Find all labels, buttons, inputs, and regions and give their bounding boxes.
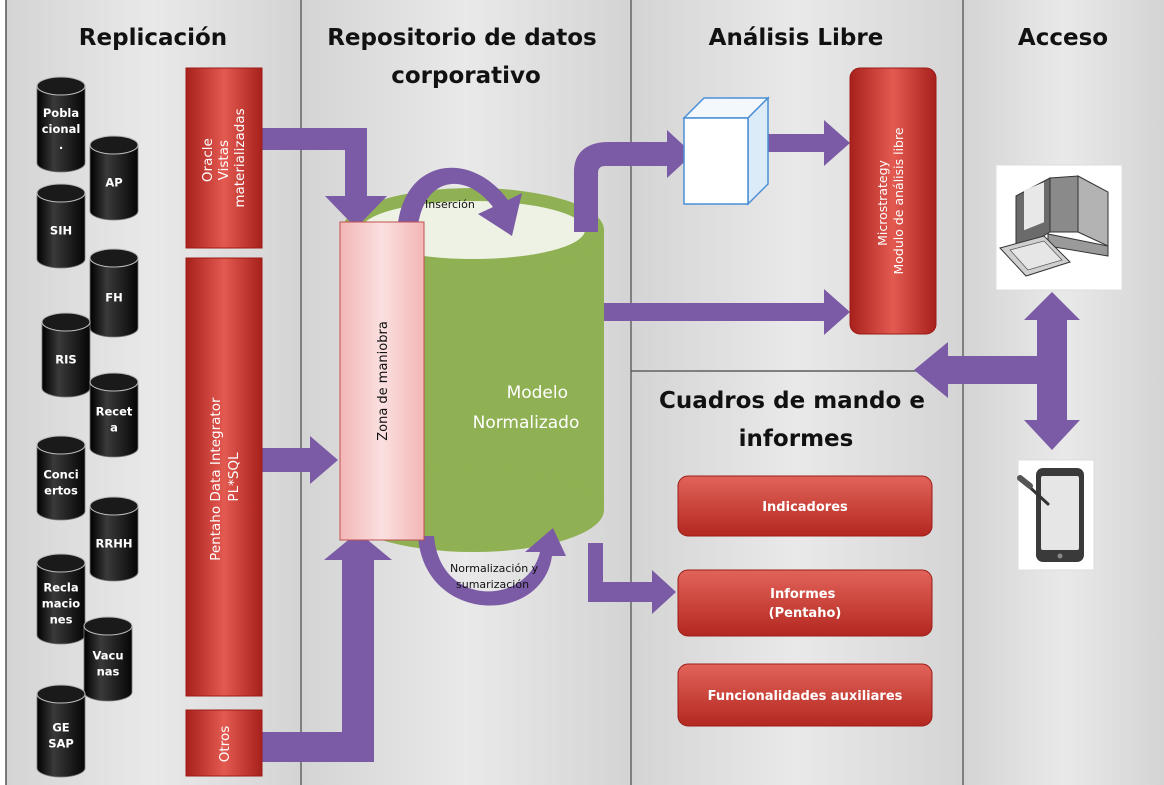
microstrategy-label: Microstrategy Modulo de análisis libre	[875, 127, 906, 274]
pentaho-line-2: PL*SQL	[226, 452, 242, 502]
header-repositorio-line-1: Repositorio de datos	[327, 25, 597, 51]
indicadores-label: Indicadores	[762, 500, 848, 515]
source-db-9: Recla macio nes	[36, 553, 86, 645]
pentaho-bar-label: Pentaho Data Integrator PL*SQL	[208, 393, 242, 561]
pentaho-line-1: Pentaho Data Integrator	[208, 397, 224, 561]
source-db-label: SIH	[50, 224, 72, 238]
source-db-11: GE SAP	[36, 684, 86, 778]
source-db-label: GE	[52, 721, 69, 735]
arrow-pentaho-to-zona	[262, 436, 338, 484]
otros-bar	[185, 709, 263, 777]
oracle-bar	[185, 67, 263, 249]
oracle-line-3: materializadas	[232, 108, 248, 207]
source-db-label: Vacu	[92, 649, 123, 663]
source-db-label: SAP	[48, 737, 74, 751]
microstrategy-line-1: Microstrategy	[875, 160, 890, 246]
pentaho-bar	[185, 257, 263, 697]
source-db-label: RIS	[55, 353, 76, 367]
header-cuadros-line-1: Cuadros de mando e	[659, 388, 925, 414]
header-repositorio-line-2: corporativo	[391, 63, 541, 89]
source-db-label: RRHH	[96, 537, 133, 551]
source-db-10: Vacu nas	[83, 616, 133, 702]
tablet-icon[interactable]	[1017, 459, 1095, 571]
indicadores-button[interactable]: Indicadores	[677, 475, 933, 537]
source-db-4: FH	[89, 248, 139, 338]
informes-button[interactable]: Informes (Pentaho)	[677, 569, 933, 637]
header-replicacion: Replicación	[79, 25, 227, 51]
source-db-label: Pobla	[43, 106, 79, 120]
source-db-7: Conci ertos	[36, 435, 86, 521]
flow-arrows	[262, 120, 1080, 762]
source-db-label: AP	[105, 176, 122, 190]
arrow-oracle-to-zona	[262, 128, 387, 228]
normalizacion-label-line-2: sumarización	[456, 578, 529, 591]
arrow-model-to-informes	[588, 543, 676, 614]
source-db-3: SIH	[36, 183, 86, 269]
arrow-model-to-microstrategy	[604, 289, 850, 335]
header-analisis: Análisis Libre	[709, 25, 884, 51]
cube-icon	[682, 96, 770, 206]
source-db-1: Pobla cional.	[36, 76, 86, 173]
insercion-label: Inserción	[425, 198, 475, 211]
oracle-line-2: Vistas	[216, 140, 232, 180]
modelo-label-line-1: Modelo	[507, 383, 568, 403]
header-cuadros-line-2: informes	[739, 426, 854, 452]
informes-label: Informes (Pentaho)	[769, 587, 842, 621]
source-db-label: Conci	[43, 468, 78, 482]
source-db-label: FH	[105, 291, 122, 305]
microstrategy-bar	[849, 67, 937, 335]
source-db-label: Recla	[43, 581, 78, 595]
source-db-label: .	[59, 138, 63, 152]
normalizacion-label-line-1: Normalización y	[450, 562, 539, 575]
arrow-access-hub	[914, 292, 1080, 450]
source-db-label: ertos	[44, 484, 78, 498]
oracle-line-1: Oracle	[200, 138, 216, 182]
arrow-cube-to-microstrategy	[768, 120, 850, 166]
informes-line-1: Informes	[770, 587, 835, 602]
source-db-label: macio	[42, 597, 81, 611]
zona-de-maniobra-label: Zona de maniobra	[376, 321, 391, 441]
otros-bar-label: Otros	[217, 726, 233, 762]
computer-icon[interactable]	[995, 164, 1123, 291]
arrow-otros-to-zona	[262, 532, 392, 762]
informes-line-2: (Pentaho)	[769, 606, 842, 621]
modelo-label-line-2: Normalizado	[473, 413, 580, 433]
source-db-8: RRHH	[89, 496, 139, 582]
arrow-insercion	[397, 167, 522, 236]
source-db-6: Recet a	[89, 372, 139, 458]
funcionalidades-button[interactable]: Funcionalidades auxiliares	[677, 663, 933, 727]
source-db-2: AP	[89, 135, 139, 221]
arrow-to-cube	[574, 130, 693, 232]
header-cuadros: Cuadros de mando e informes	[659, 388, 933, 452]
header-repositorio: Repositorio de datos corporativo	[327, 25, 605, 89]
arrow-normalizacion	[418, 528, 566, 606]
oracle-bar-label: Oracle Vistas materializadas	[200, 108, 248, 207]
normalizacion-label: Normalización y sumarización	[450, 562, 542, 591]
zona-de-maniobra	[339, 221, 425, 541]
source-db-label: nas	[97, 665, 120, 679]
source-db-5: RIS	[41, 312, 91, 398]
funcionalidades-label: Funcionalidades auxiliares	[708, 689, 903, 704]
source-db-label: cional	[42, 122, 81, 136]
microstrategy-line-2: Modulo de análisis libre	[891, 127, 906, 274]
source-db-label: nes	[50, 613, 73, 627]
source-db-label: Recet	[96, 405, 133, 419]
modelo-normalizado-label: Modelo Normalizado	[473, 383, 580, 433]
header-acceso: Acceso	[1018, 25, 1108, 51]
source-db-label: a	[110, 421, 118, 435]
